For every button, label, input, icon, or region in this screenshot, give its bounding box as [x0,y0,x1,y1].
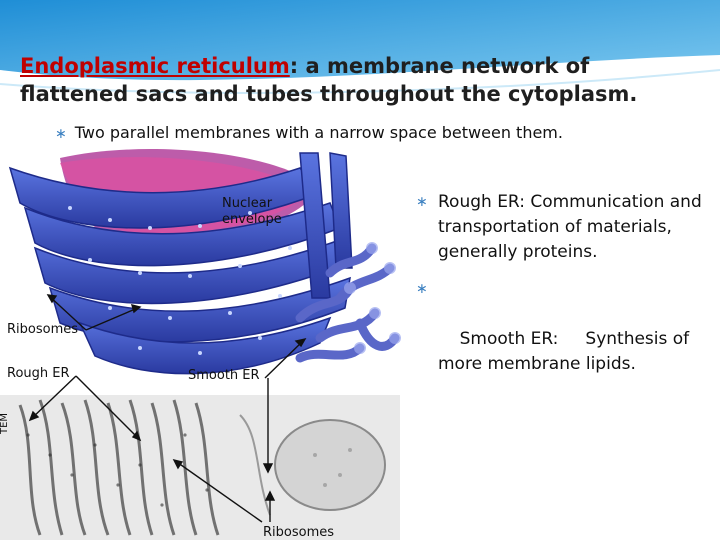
right-bullet-list: ∗ Rough ER: Communication and transporta… [416,190,716,411]
title-term: Endoplasmic reticulum [20,54,290,78]
bullet-rough-er: ∗ Rough ER: Communication and transporta… [416,190,716,265]
label-rough-er: Rough ER [7,366,70,381]
label-tem: TEM [0,413,10,434]
bullet-smooth-er-text: Smooth ER: Synthesis of more membrane li… [438,329,695,374]
label-ribosomes-bottom: Ribosomes [263,525,334,540]
asterisk-bullet-icon: ∗ [416,277,428,302]
label-nuclear-envelope: Nuclear envelope [222,196,292,228]
bullet-smooth-er: ∗ Smooth ER: Synthesis of more membrane … [416,277,716,402]
tem-micrograph [0,395,400,540]
asterisk-bullet-icon: ∗ [55,126,67,142]
asterisk-bullet-icon: ∗ [416,190,428,215]
sub-bullet-text: Two parallel membranes with a narrow spa… [75,123,563,142]
label-smooth-er: Smooth ER [188,368,260,383]
sub-bullet: ∗ Two parallel membranes with a narrow sp… [55,122,715,145]
er-illustration [0,148,410,398]
bullet-rough-er-text: Rough ER: Communication and transportati… [438,192,702,262]
label-ribosomes-left: Ribosomes [7,322,78,337]
slide-title: Endoplasmic reticulum: a membrane networ… [20,52,680,108]
